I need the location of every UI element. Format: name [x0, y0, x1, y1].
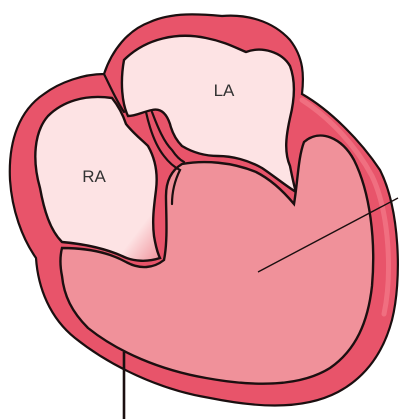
label-right-atrium: RA: [82, 167, 106, 186]
label-left-atrium: LA: [214, 81, 235, 100]
